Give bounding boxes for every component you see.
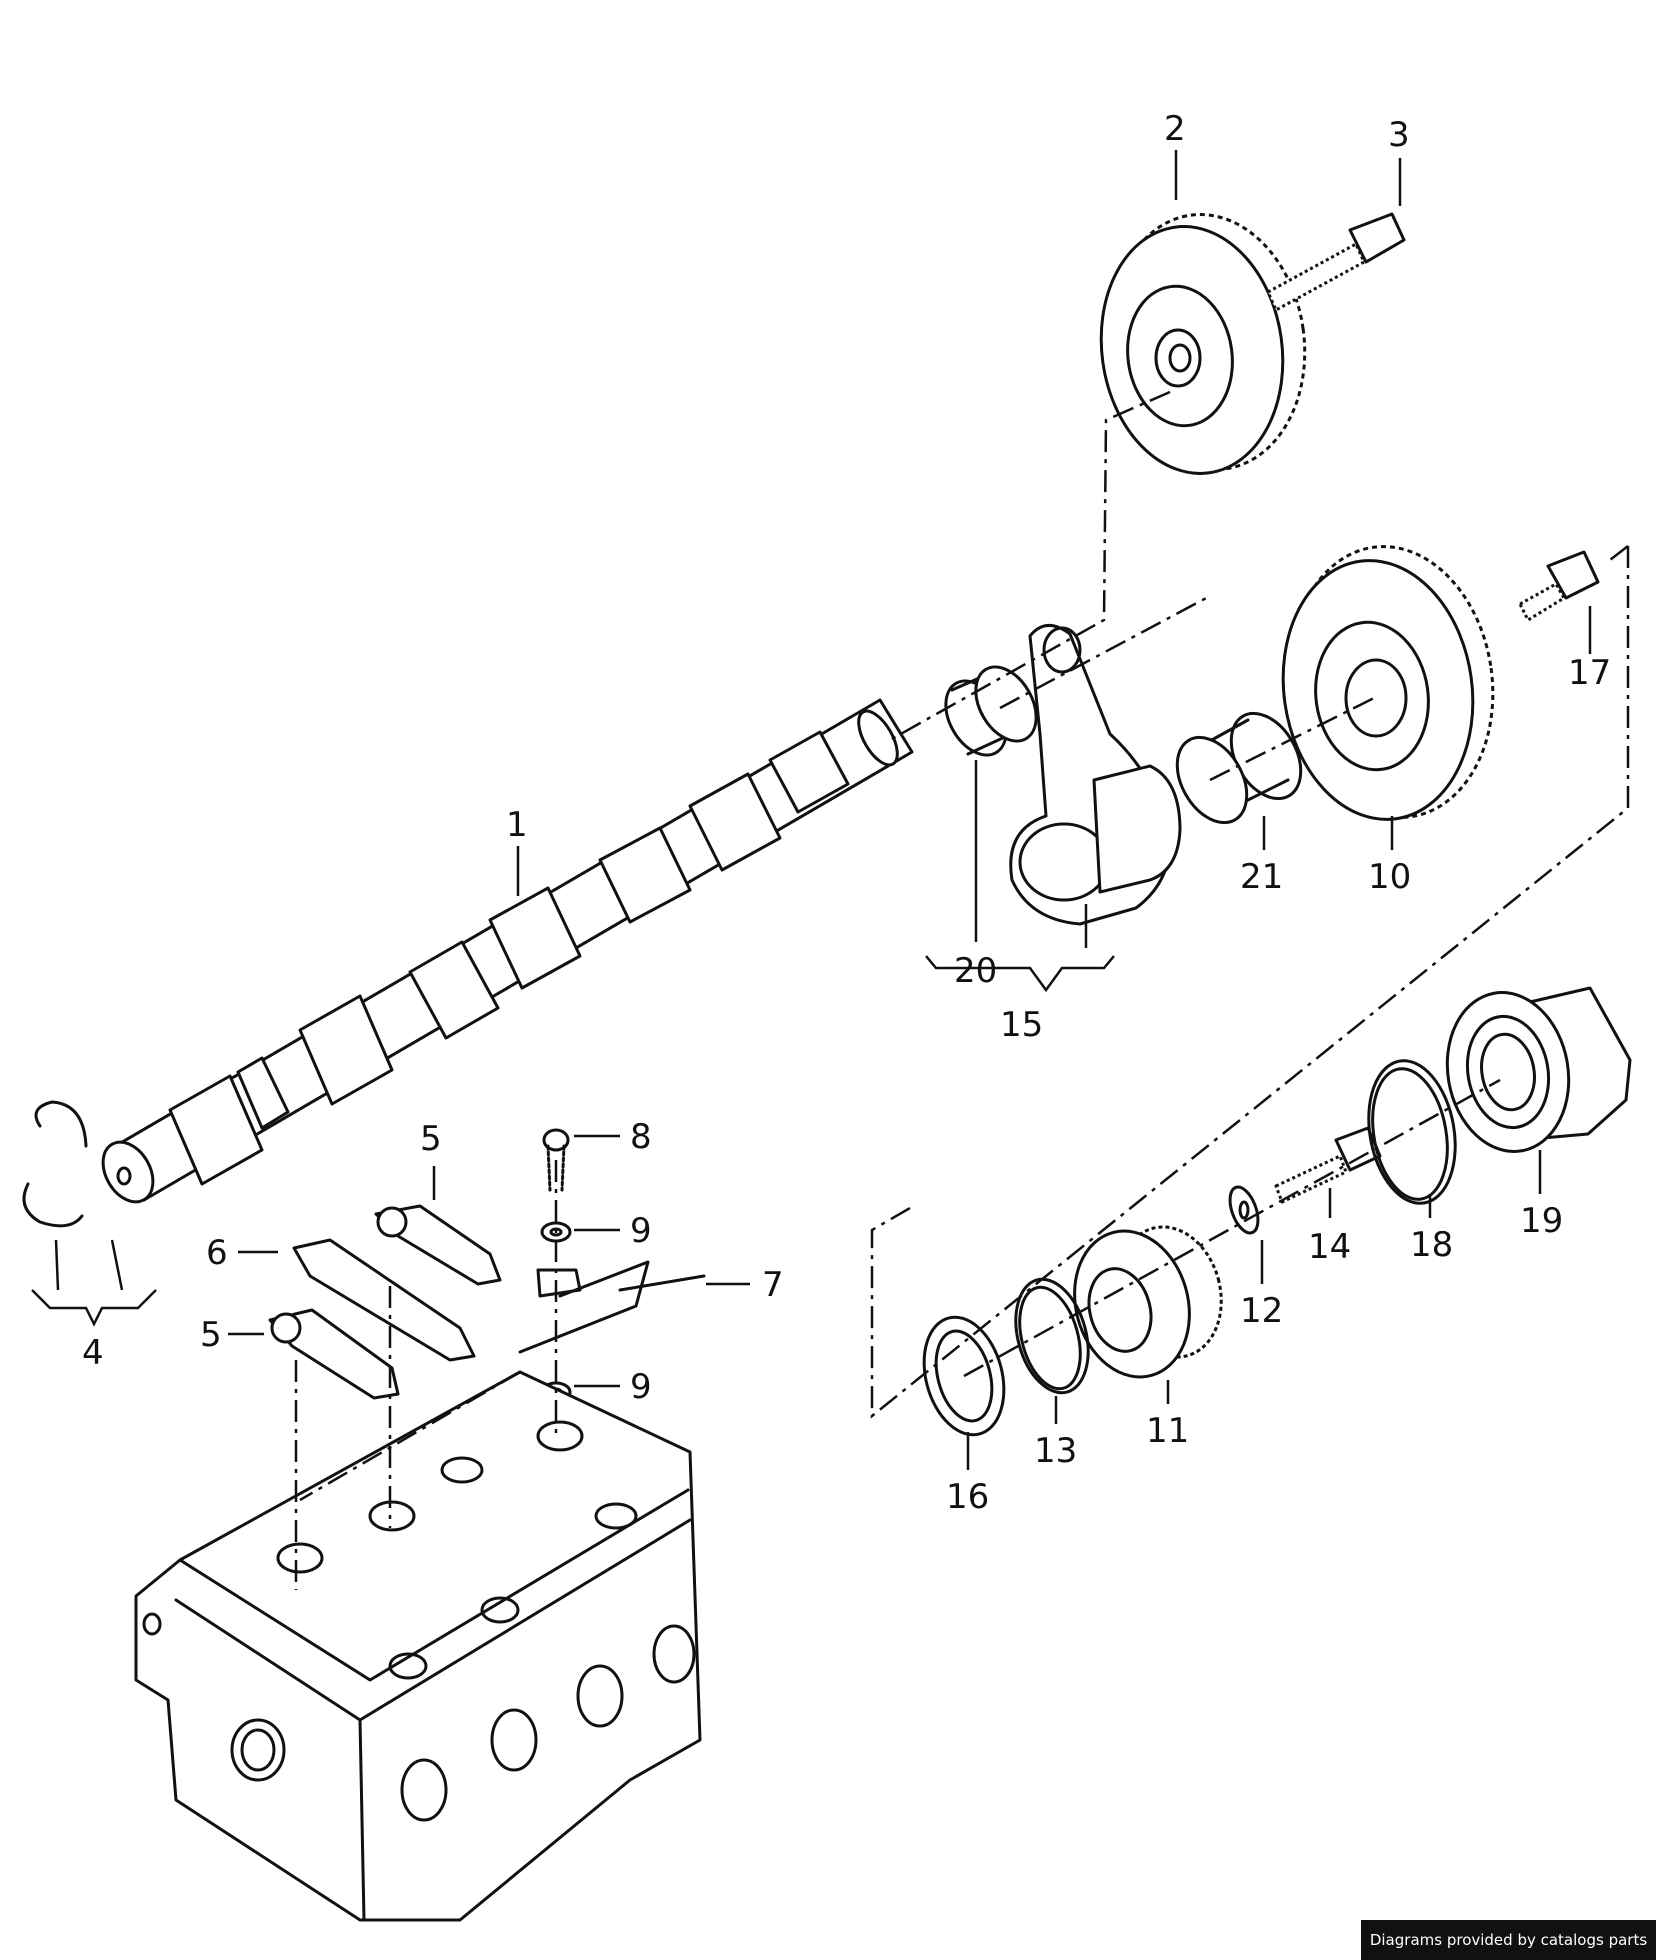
credit-badge: Diagrams provided by catalogs parts (1361, 1920, 1656, 1960)
callout-1: 1 (506, 805, 528, 845)
cylinder-head (134, 1370, 702, 1922)
callout-12: 12 (1240, 1291, 1283, 1331)
o-ring-18 (1367, 1059, 1457, 1205)
gear-bolt-17 (1518, 550, 1600, 622)
callout-6: 6 (206, 1233, 228, 1273)
callout-17: 17 (1568, 653, 1611, 693)
callout-20: 20 (954, 951, 997, 991)
leader-lines (31, 150, 1592, 1470)
callout-2: 2 (1164, 109, 1186, 149)
callout-19: 19 (1520, 1201, 1563, 1241)
rocker-arms (268, 1204, 502, 1400)
bearing-bracket (1009, 624, 1182, 926)
bolt-14 (1274, 1126, 1382, 1204)
intermediate-gear (1281, 545, 1495, 821)
callout-10: 10 (1368, 857, 1411, 897)
callout-5b: 5 (200, 1315, 222, 1355)
callout-3: 3 (1388, 115, 1410, 155)
callout-21: 21 (1240, 857, 1283, 897)
screw-8 (542, 1128, 570, 1192)
callout-11: 11 (1146, 1411, 1189, 1451)
callout-13: 13 (1034, 1431, 1077, 1471)
center-lines (294, 390, 1630, 1590)
callouts: 1 2 3 4 5 5 6 7 8 9 9 10 11 12 13 14 15 … (82, 109, 1611, 1517)
callout-18: 18 (1410, 1225, 1453, 1265)
oil-spray-pipe (518, 1260, 706, 1354)
callout-9b: 9 (630, 1367, 652, 1407)
bushing-20 (944, 665, 1038, 757)
pulley-hub (1073, 1225, 1223, 1379)
callout-7: 7 (762, 1265, 784, 1305)
callout-9a: 9 (630, 1211, 652, 1251)
callout-5a: 5 (420, 1119, 442, 1159)
camshaft-gear (1099, 213, 1307, 475)
o-ring-13 (1014, 1277, 1090, 1395)
gear-bolt (1266, 212, 1406, 312)
callout-14: 14 (1308, 1227, 1351, 1267)
callout-16: 16 (946, 1477, 989, 1517)
thrust-rings (22, 1100, 88, 1228)
seal-housing-19 (1445, 986, 1632, 1153)
callout-8: 8 (630, 1117, 652, 1157)
callout-4: 4 (82, 1333, 104, 1373)
callout-15: 15 (1000, 1005, 1043, 1045)
camshaft (101, 698, 914, 1204)
washer-12 (1228, 1185, 1260, 1235)
